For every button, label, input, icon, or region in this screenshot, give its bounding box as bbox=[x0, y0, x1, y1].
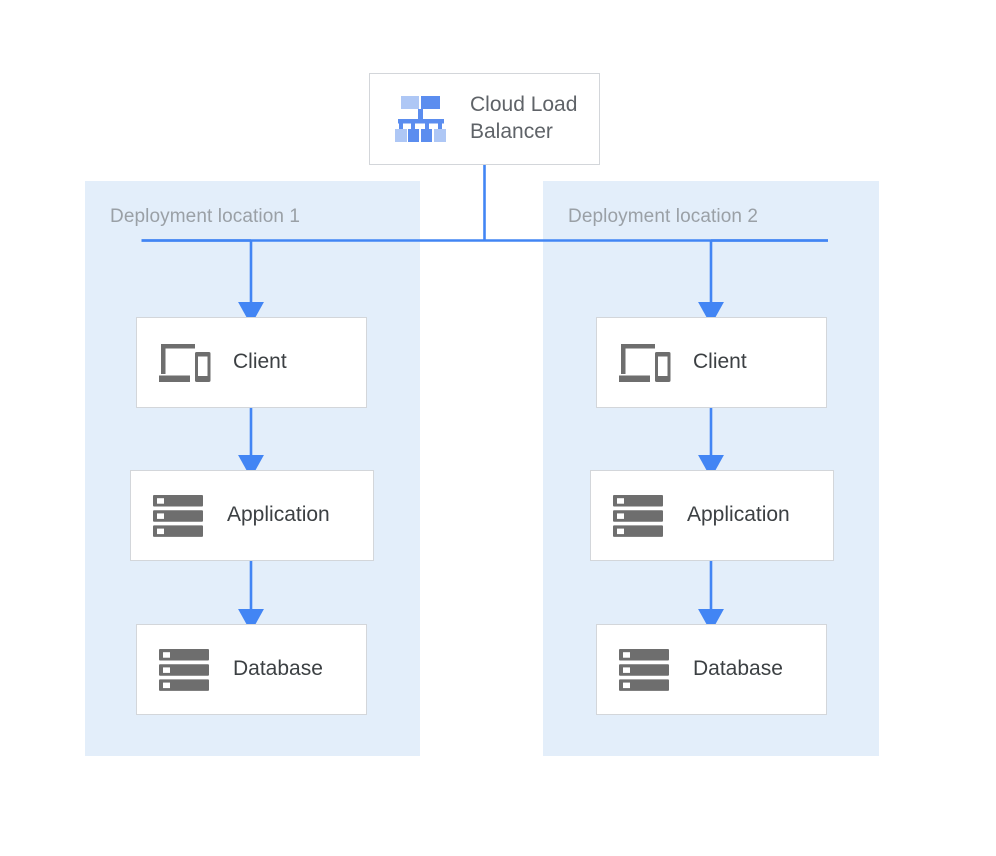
client-devices-icon bbox=[159, 340, 211, 386]
node-application-location-2[interactable]: Application bbox=[590, 470, 834, 561]
node-label: Database bbox=[233, 657, 323, 681]
server-stack-icon bbox=[153, 493, 205, 539]
deployment-zone-2-label: Deployment location 2 bbox=[568, 206, 759, 227]
node-client-location-2[interactable]: Client bbox=[596, 317, 827, 408]
node-label: Client bbox=[693, 350, 747, 374]
server-stack-icon bbox=[613, 493, 665, 539]
node-client-location-1[interactable]: Client bbox=[136, 317, 367, 408]
node-application-location-1[interactable]: Application bbox=[130, 470, 374, 561]
node-label: Cloud Load Balancer bbox=[470, 93, 578, 143]
node-label: Application bbox=[687, 503, 790, 527]
node-label: Application bbox=[227, 503, 330, 527]
node-database-location-1[interactable]: Database bbox=[136, 624, 367, 715]
node-cloud-load-balancer[interactable]: Cloud Load Balancer bbox=[369, 73, 600, 165]
server-stack-icon bbox=[619, 647, 671, 693]
node-label: Database bbox=[693, 657, 783, 681]
node-label: Client bbox=[233, 350, 287, 374]
client-devices-icon bbox=[619, 340, 671, 386]
server-stack-icon bbox=[159, 647, 211, 693]
cloud-load-balancer-icon bbox=[392, 90, 450, 148]
node-database-location-2[interactable]: Database bbox=[596, 624, 827, 715]
deployment-zone-1-label: Deployment location 1 bbox=[110, 206, 301, 227]
